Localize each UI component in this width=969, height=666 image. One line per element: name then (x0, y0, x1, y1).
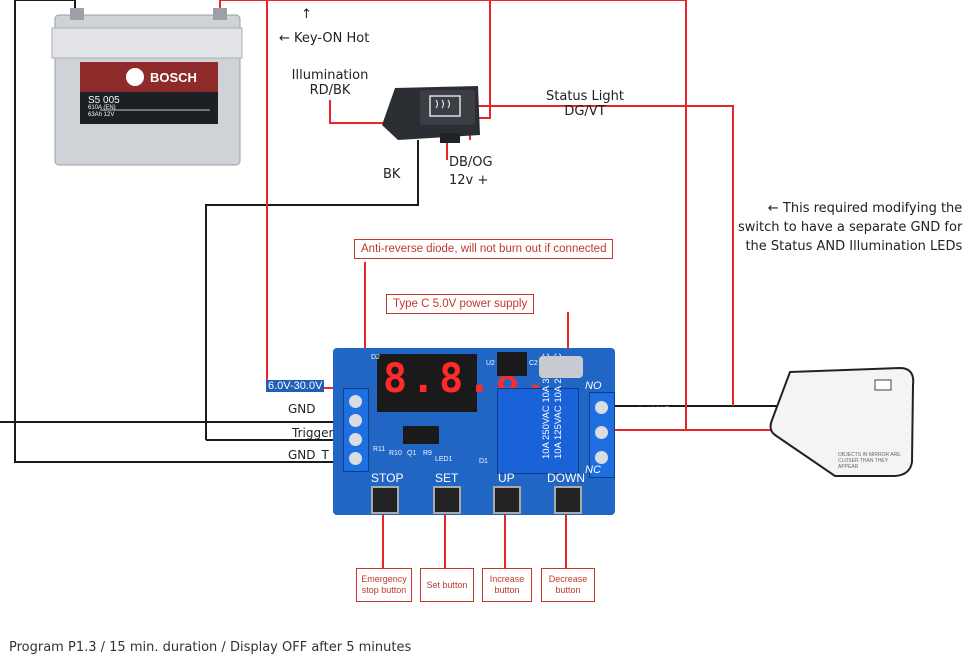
input-terminal-block (343, 388, 369, 472)
car-battery (51, 8, 243, 166)
set-button[interactable] (433, 486, 461, 514)
silk-led1: LED1 (435, 456, 453, 463)
status-light-line2: DG/VT (564, 104, 606, 119)
up-button-label: UP (498, 471, 515, 485)
led-display: 8.8.8. (377, 354, 548, 412)
side-mirror (769, 366, 915, 477)
silk-r11: R11 (373, 446, 386, 453)
relay-terminal-block (589, 392, 615, 478)
illumination-label-line1: Illumination (291, 68, 369, 83)
dbog-line1: DB/OG (449, 155, 493, 170)
silk-d2: D2 (371, 354, 380, 361)
mcu-chip (403, 426, 439, 444)
stop-desc-1: Emergency (361, 574, 407, 584)
stop-button[interactable] (371, 486, 399, 514)
up-desc-1: Increase (489, 574, 525, 584)
silk-r9: R9 (423, 450, 432, 457)
relay-component: 10A 250VAC 10A 30VDC 10A 125VAC 10A 28VD… (497, 353, 579, 474)
down-desc-1: Decrease (548, 574, 588, 584)
note-line2: switch to have a separate GND for (738, 220, 963, 235)
relay-no-top: NO (585, 380, 602, 392)
stop-button-label: STOP (371, 471, 404, 485)
set-desc: Set button (426, 579, 468, 590)
set-button-label: SET (435, 471, 459, 485)
stop-desc-2: stop button (361, 585, 407, 595)
program-footer: Program P1.3 / 15 min. duration / Displa… (9, 640, 412, 655)
key-on-label: ← Key-ON Hot (279, 31, 370, 46)
trigger-wire (205, 140, 419, 440)
modification-note: ← This required modifying the switch to … (738, 199, 962, 256)
down-button[interactable] (554, 486, 582, 514)
status-light-wire (476, 105, 734, 406)
down-desc-2: button (555, 585, 581, 595)
silk-c2: C2 (529, 360, 538, 367)
silk-q1: Q1 (407, 450, 417, 457)
battery-model: S5 005 (88, 95, 120, 106)
battery-positive-wire (219, 0, 687, 431)
relay-no-line1: Normally open (620, 395, 682, 406)
diode-callout: Anti-reverse diode, will not burn out if… (354, 239, 614, 259)
up-button[interactable] (493, 486, 521, 514)
silk-d1: D1 (479, 458, 488, 465)
battery-spec-2: 63Ah 12V (88, 112, 115, 118)
status-light-label: Status Light DG/VT (540, 89, 630, 119)
relay-nc-line1: Normally (620, 455, 658, 466)
down-button-label: DOWN (547, 471, 585, 485)
bk-label: BK (383, 167, 401, 182)
relay-no-desc: Normally open terminal NO (620, 396, 681, 416)
terminal-trigger-label: Trigger (292, 426, 334, 440)
typec-callout: Type C 5.0V power supply (386, 294, 535, 314)
dbog-label: DB/OG 12v + (449, 154, 493, 190)
relay-nc-bottom: NC (585, 464, 601, 476)
usb-c-port (539, 356, 583, 378)
dbog-line2: 12v + (449, 173, 489, 188)
terminal-gndt-label: GND_T (288, 448, 329, 462)
relay-no-line2: terminal NO (620, 405, 671, 416)
silk-r10: R10 (389, 450, 402, 457)
battery-brand: BOSCH (150, 70, 197, 85)
regulator-chip (497, 352, 527, 376)
terminal-gnd-label: GND (288, 402, 316, 416)
key-on-wire (266, 0, 346, 389)
dash-switch (382, 86, 480, 143)
battery-spec-1: 610A (EN) (88, 105, 116, 111)
note-line1: ← This required modifying the (767, 201, 963, 216)
illumination-label-line2: RD/BK (309, 83, 351, 98)
relay-nc-line2: closed NC (620, 465, 664, 476)
illumination-wire (329, 100, 383, 124)
timer-relay-board: 8.8.8. 10A 250VAC 10A 30VDC 10A 125VAC 1… (333, 348, 615, 515)
silk-u2: U2 (486, 360, 495, 367)
illumination-label: Illumination RD/BK (288, 68, 372, 98)
set-desc-box: Set button (420, 568, 474, 602)
relay-com-desc: Common COM (620, 431, 684, 442)
note-line3: the Status AND Illumination LEDs (745, 239, 963, 254)
key-on-arrow: ↑ (301, 7, 312, 22)
status-light-line1: Status Light (546, 89, 624, 104)
mirror-warning: OBJECTS IN MIRROR ARE CLOSER THAN THEY A… (838, 452, 901, 470)
up-desc-2: button (494, 585, 520, 595)
relay-nc-desc: Normally closed NC (620, 456, 664, 476)
terminal-power-label: 6.0V-30.0V (266, 380, 325, 392)
